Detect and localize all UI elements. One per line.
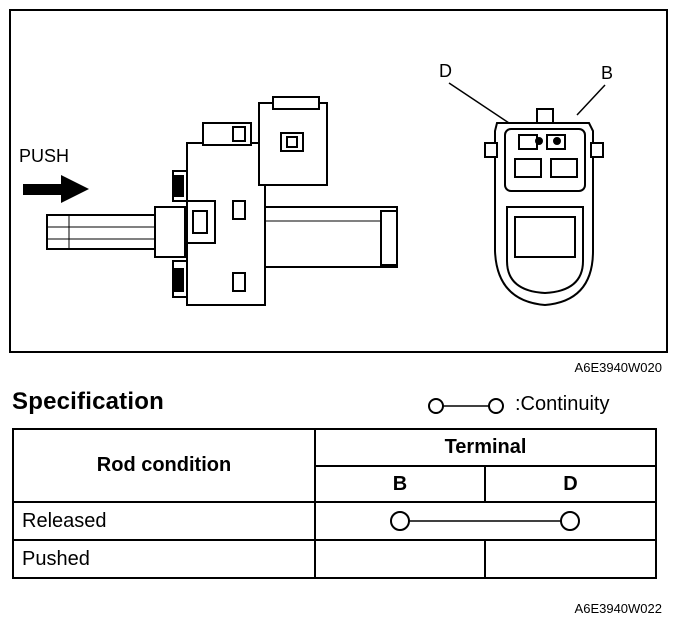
connector-front-view (484, 108, 604, 307)
row-label-released: Released (12, 501, 316, 541)
pushed-b-cell (314, 539, 486, 579)
terminal-d-header: D (484, 465, 657, 503)
row-label-pushed: Pushed (12, 539, 316, 579)
continuity-symbol-icon (428, 398, 504, 414)
table-code: A6E3940W022 (574, 601, 662, 616)
push-arrow-icon (23, 175, 89, 203)
switch-side-view (46, 96, 398, 306)
terminal-b-leader (576, 84, 606, 116)
rod-condition-header: Rod condition (12, 428, 316, 503)
terminal-b-header: B (314, 465, 486, 503)
figure-code: A6E3940W020 (574, 360, 662, 375)
terminal-header: Terminal (314, 428, 657, 467)
continuity-line (390, 511, 580, 531)
table-row: Pushed (12, 539, 657, 579)
released-continuity-cell (314, 501, 657, 541)
terminal-b-label: B (601, 63, 613, 83)
figure-frame: PUSH (9, 9, 668, 353)
switch-illustration: PUSH (19, 61, 613, 307)
terminal-d-label: D (439, 61, 452, 81)
terminal-d-node (560, 511, 580, 531)
spec-title: Specification (12, 388, 164, 415)
pushed-d-cell (484, 539, 657, 579)
table-row: Released (12, 501, 657, 541)
push-label: PUSH (19, 146, 69, 166)
terminal-b-node (390, 511, 410, 531)
spec-table: Rod condition Terminal B D Released Push… (12, 428, 657, 579)
terminal-d-leader (448, 82, 510, 124)
continuity-legend: :Continuity (427, 393, 647, 418)
legend-label: :Continuity (515, 393, 610, 415)
